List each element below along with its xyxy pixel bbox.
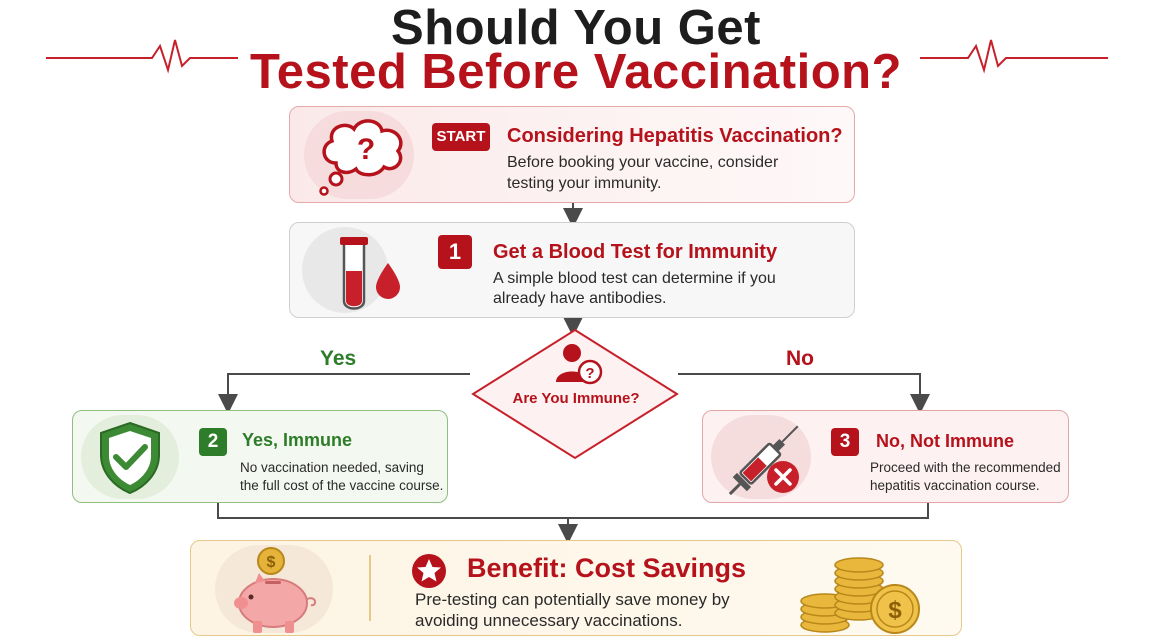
svg-text:$: $: [267, 554, 276, 571]
benefit-text-line1: Pre-testing can potentially save money b…: [415, 590, 730, 609]
blood-test-tube-icon: [340, 237, 400, 310]
svg-text:?: ?: [585, 365, 594, 382]
start-badge: START: [432, 123, 490, 151]
benefit-title: Benefit: Cost Savings: [467, 553, 747, 583]
step1-text-line2: already have antibodies.: [493, 290, 667, 307]
shield-check-icon: [100, 421, 160, 495]
start-text-line2: testing your immunity.: [507, 175, 662, 192]
arrow-no-branch: [678, 373, 930, 414]
thought-bubble-question-icon: ?: [319, 119, 403, 196]
coin-stack-icon: $: [800, 557, 920, 634]
benefit-text-line2: avoiding unnecessary vaccinations.: [415, 611, 683, 630]
no-label: No: [786, 347, 814, 370]
heartbeat-right-icon: [920, 39, 1108, 74]
title-line-2: Tested Before Vaccination?: [250, 45, 902, 99]
star-icon: [412, 554, 446, 588]
step2-number-badge: 2: [199, 428, 227, 456]
step2-card: 2 Yes, Immune No vaccination needed, sav…: [72, 410, 448, 503]
step3-text-line1: Proceed with the recommended: [870, 460, 1061, 475]
step1-card: 1 Get a Blood Test for Immunity A simple…: [289, 222, 855, 318]
piggy-bank-icon: $: [234, 547, 317, 633]
merge-line: [217, 503, 929, 519]
step1-text-line1: A simple blood test can determine if you: [493, 270, 776, 287]
start-card: ? START Considering Hepatitis Vaccinatio…: [289, 106, 855, 203]
step2-text-line1: No vaccination needed, saving: [240, 460, 424, 475]
step1-number-badge: 1: [438, 235, 472, 269]
decision-diamond: [471, 328, 679, 460]
step3-title: No, Not Immune: [876, 431, 1014, 451]
person-question-icon: ?: [556, 344, 603, 385]
decision-label: Are You Immune?: [512, 390, 640, 407]
heartbeat-left-icon: [46, 39, 238, 74]
title-line-1: Should You Get: [391, 1, 761, 55]
svg-text:?: ?: [357, 133, 375, 166]
arrow-yes-branch: [218, 373, 470, 414]
step3-number-badge: 3: [831, 428, 859, 456]
svg-text:$: $: [888, 597, 902, 624]
yes-label: Yes: [320, 347, 357, 370]
step1-title: Get a Blood Test for Immunity: [493, 241, 778, 263]
start-text-line1: Before booking your vaccine, consider: [507, 154, 779, 171]
benefit-divider: [369, 555, 371, 621]
benefit-card: $ Benefit: Cost Savings Pre-testing can …: [190, 540, 962, 636]
step2-text-line2: the full cost of the vaccine course.: [240, 478, 444, 493]
step3-text-line2: hepatitis vaccination course.: [870, 478, 1040, 493]
syringe-x-icon: [728, 425, 799, 496]
step3-card: 3 No, Not Immune Proceed with the recomm…: [702, 410, 1069, 503]
start-title: Considering Hepatitis Vaccination?: [507, 125, 843, 147]
step2-title: Yes, Immune: [242, 430, 353, 450]
